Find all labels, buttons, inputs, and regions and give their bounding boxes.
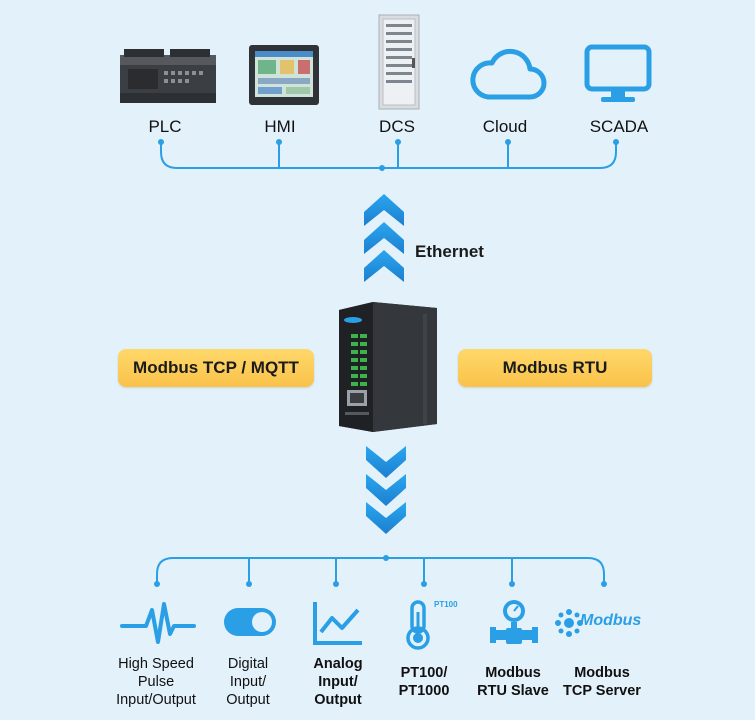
top-label-hmi: HMI <box>264 117 296 136</box>
upward-chevron-arrows <box>360 190 408 300</box>
analog-chart-icon <box>312 600 364 646</box>
bottom-label-analog: Analog Input/ Output <box>313 656 363 708</box>
cloud-icon <box>468 45 548 103</box>
pulse-icon <box>118 598 198 648</box>
top-label-plc: PLC <box>148 117 182 136</box>
top-label-cloud: Cloud <box>482 117 528 136</box>
plc-icon <box>118 45 218 107</box>
ethernet-label: Ethernet <box>415 242 484 261</box>
toggle-icon <box>222 606 278 638</box>
bottom-label-pt100: PT100/ PT1000 <box>398 665 450 699</box>
downward-chevron-arrows <box>362 442 410 542</box>
modbus-logo-text: Modbus <box>580 612 642 629</box>
bottom-label-pulse: High Speed Pulse Input/Output <box>116 656 196 708</box>
io-module-device <box>333 298 441 438</box>
bottom-label-rtu-slave: Modbus RTU Slave <box>477 665 549 699</box>
top-bus-line <box>0 0 755 200</box>
thermometer-icon <box>400 598 464 652</box>
modbus-logo-icon: Modbus <box>554 606 654 642</box>
bottom-label-tcp-server: Modbus TCP Server <box>563 665 641 699</box>
top-label-dcs: DCS <box>379 117 415 136</box>
pressure-valve-icon <box>488 598 540 650</box>
bottom-label-digital: Digital Input/ Output <box>226 656 270 708</box>
protocol-pill-right: Modbus RTU <box>458 349 652 387</box>
top-label-scada: SCADA <box>589 117 649 136</box>
thermometer-tag: PT100 <box>434 600 458 609</box>
hmi-icon <box>248 44 320 106</box>
protocol-pill-left: Modbus TCP / MQTT <box>118 349 314 387</box>
bottom-bus-line <box>0 540 755 600</box>
monitor-icon <box>584 44 652 106</box>
dcs-cabinet-icon <box>378 14 420 110</box>
